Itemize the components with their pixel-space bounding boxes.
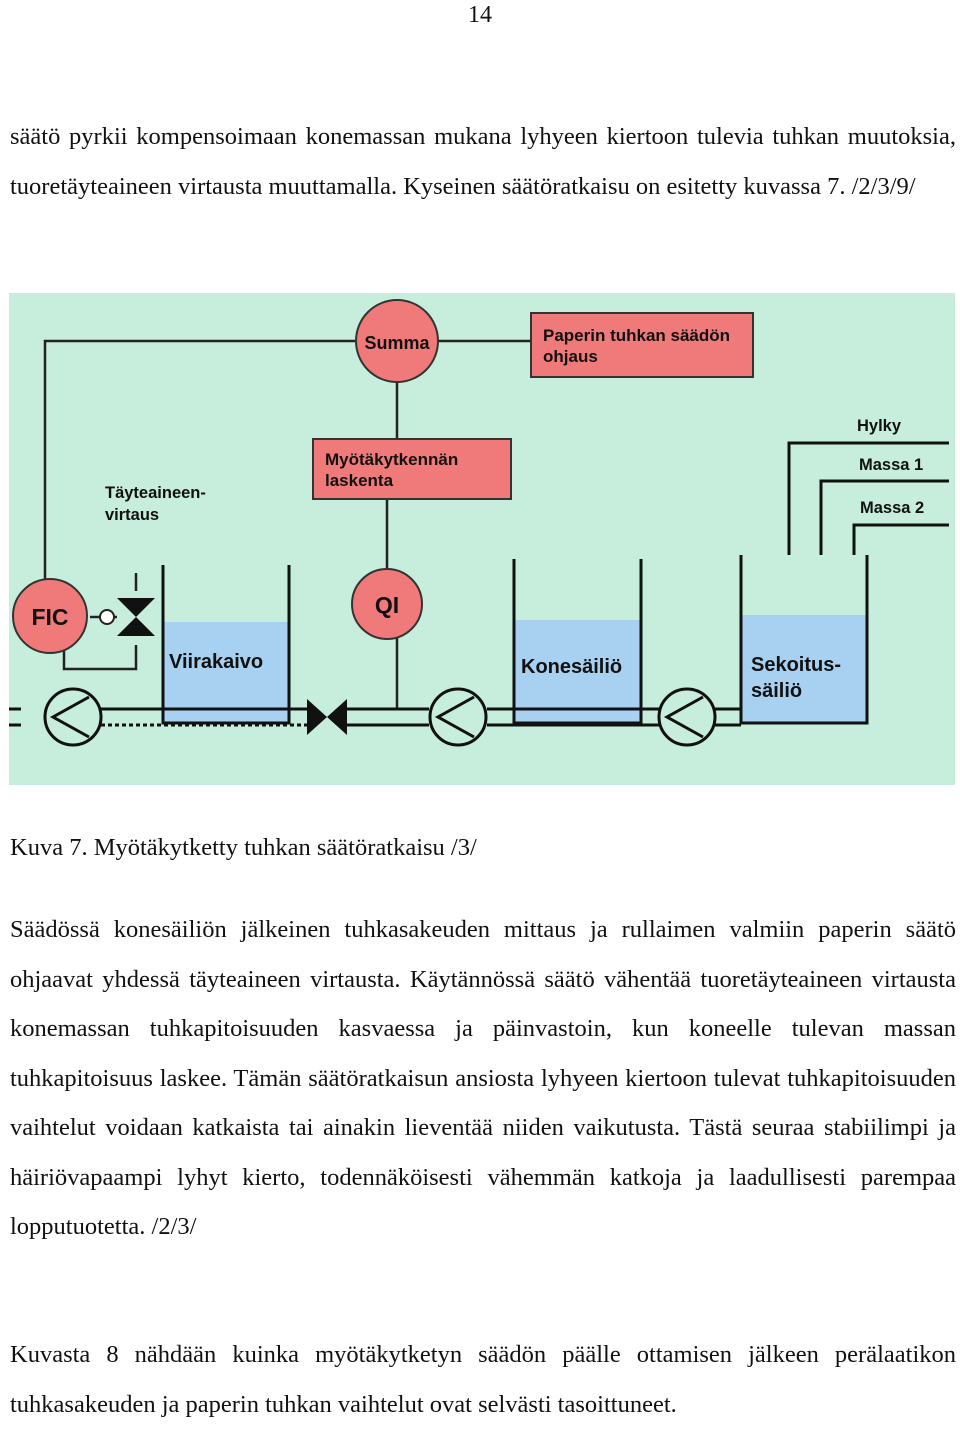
qi-label: QI <box>375 592 399 618</box>
line-hylky <box>787 441 949 555</box>
page-number: 14 <box>468 2 492 28</box>
control-valve-icon <box>117 598 155 636</box>
line-massa2 <box>852 523 949 555</box>
myotakytkenta-label-1: Myötäkytkennän <box>325 450 458 469</box>
summa-label: Summa <box>364 333 430 353</box>
massa2-label: Massa 2 <box>860 499 924 517</box>
valve-actuator-icon <box>99 609 115 625</box>
tayteaine-label-2: virtaus <box>105 506 159 524</box>
myotakytkenta-label-2: laskenta <box>325 471 394 490</box>
main-pipe <box>9 707 741 727</box>
pump-2-icon <box>428 687 488 747</box>
sekoitussailio-tank <box>739 555 869 725</box>
sekoitus-label-1: Sekoitus- <box>751 654 841 676</box>
fic-label: FIC <box>31 604 68 630</box>
pump-3-icon <box>657 687 717 747</box>
diagram-svg: Summa Paperin tuhkan säädön ohjaus Myötä… <box>9 293 955 785</box>
paperin-ohjaus-label-2: ohjaus <box>543 347 598 366</box>
process-diagram: Summa Paperin tuhkan säädön ohjaus Myötä… <box>9 293 955 785</box>
paragraph-intro: säätö pyrkii kompensoimaan konemassan mu… <box>10 123 956 200</box>
myotakytkennan-laskenta-block <box>312 438 512 500</box>
qi-indicator <box>351 568 423 640</box>
sekoitus-label-2: säiliö <box>751 680 802 702</box>
paragraph-explanation: Säädössä konesäiliön jälkeinen tuhkasake… <box>10 916 956 1240</box>
pipe-valve-icon <box>307 699 347 735</box>
viirakaivo-water <box>163 622 289 723</box>
inflow-lines <box>787 441 949 555</box>
viirakaivo-tank <box>161 565 291 725</box>
hylky-label: Hylky <box>857 417 902 435</box>
konesailio-tank <box>512 559 643 725</box>
figure-caption: Kuva 7. Myötäkytketty tuhkan säätöratkai… <box>10 834 477 861</box>
signal-lines <box>43 339 531 709</box>
fic-controller <box>12 578 88 654</box>
konesailio-water <box>514 620 641 723</box>
summa-block <box>355 299 439 383</box>
paragraph-figure8: Kuvasta 8 nähdään kuinka myötäkytketyn s… <box>10 1341 956 1418</box>
tayteaine-label-1: Täyteaineen- <box>105 484 206 502</box>
pump-1-icon <box>43 687 103 747</box>
line-fic-summa <box>43 339 359 593</box>
massa1-label: Massa 1 <box>859 456 923 474</box>
sekoitussailio-water <box>741 615 867 723</box>
paperin-tuhkan-ohjaus-block <box>530 312 754 378</box>
line-massa1 <box>819 479 949 555</box>
konesailio-label: Konesäiliö <box>521 656 622 678</box>
paperin-ohjaus-label-1: Paperin tuhkan säädön <box>543 326 730 345</box>
viirakaivo-label: Viirakaivo <box>169 651 263 673</box>
